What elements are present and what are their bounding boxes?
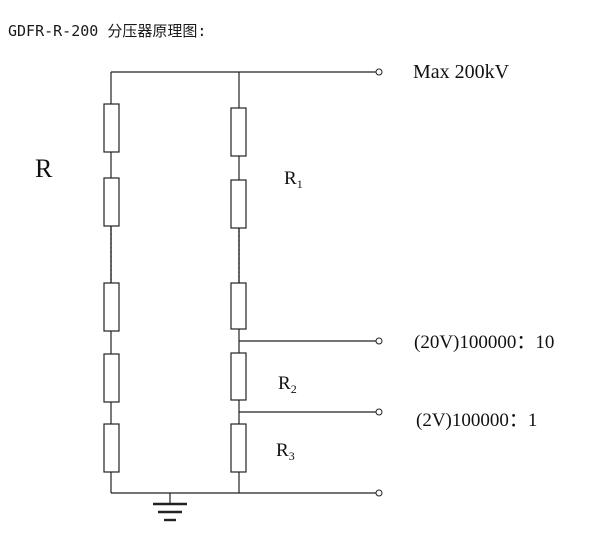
- label-r2: R2: [278, 373, 297, 396]
- resistor-left-5: [103, 423, 120, 473]
- terminal-ground-icon: [375, 489, 383, 497]
- output-20v-label: (20V)100000：10: [414, 332, 554, 353]
- label-r-left: R: [35, 154, 53, 183]
- output-max-label: Max 200kV: [413, 61, 510, 83]
- resistor-r3: [230, 423, 247, 473]
- diagram-title: GDFR-R-200 分压器原理图:: [8, 22, 207, 40]
- resistor-left-1: [103, 103, 120, 153]
- resistor-r1-3: [230, 282, 247, 330]
- resistor-left-4: [103, 353, 120, 403]
- label-r3: R3: [276, 440, 295, 463]
- ground-icon: [153, 493, 187, 522]
- label-r1: R1: [284, 168, 303, 191]
- terminal-2v-icon: [375, 408, 383, 416]
- terminal-20v-icon: [375, 337, 383, 345]
- terminal-max-icon: [375, 68, 383, 76]
- resistor-r1-2: [230, 179, 247, 229]
- output-2v-label: (2V)100000：1: [416, 410, 537, 431]
- resistor-left-2: [103, 177, 120, 227]
- resistor-left-3: [103, 282, 120, 332]
- resistor-r2: [230, 352, 247, 401]
- resistor-r1-1: [230, 107, 247, 157]
